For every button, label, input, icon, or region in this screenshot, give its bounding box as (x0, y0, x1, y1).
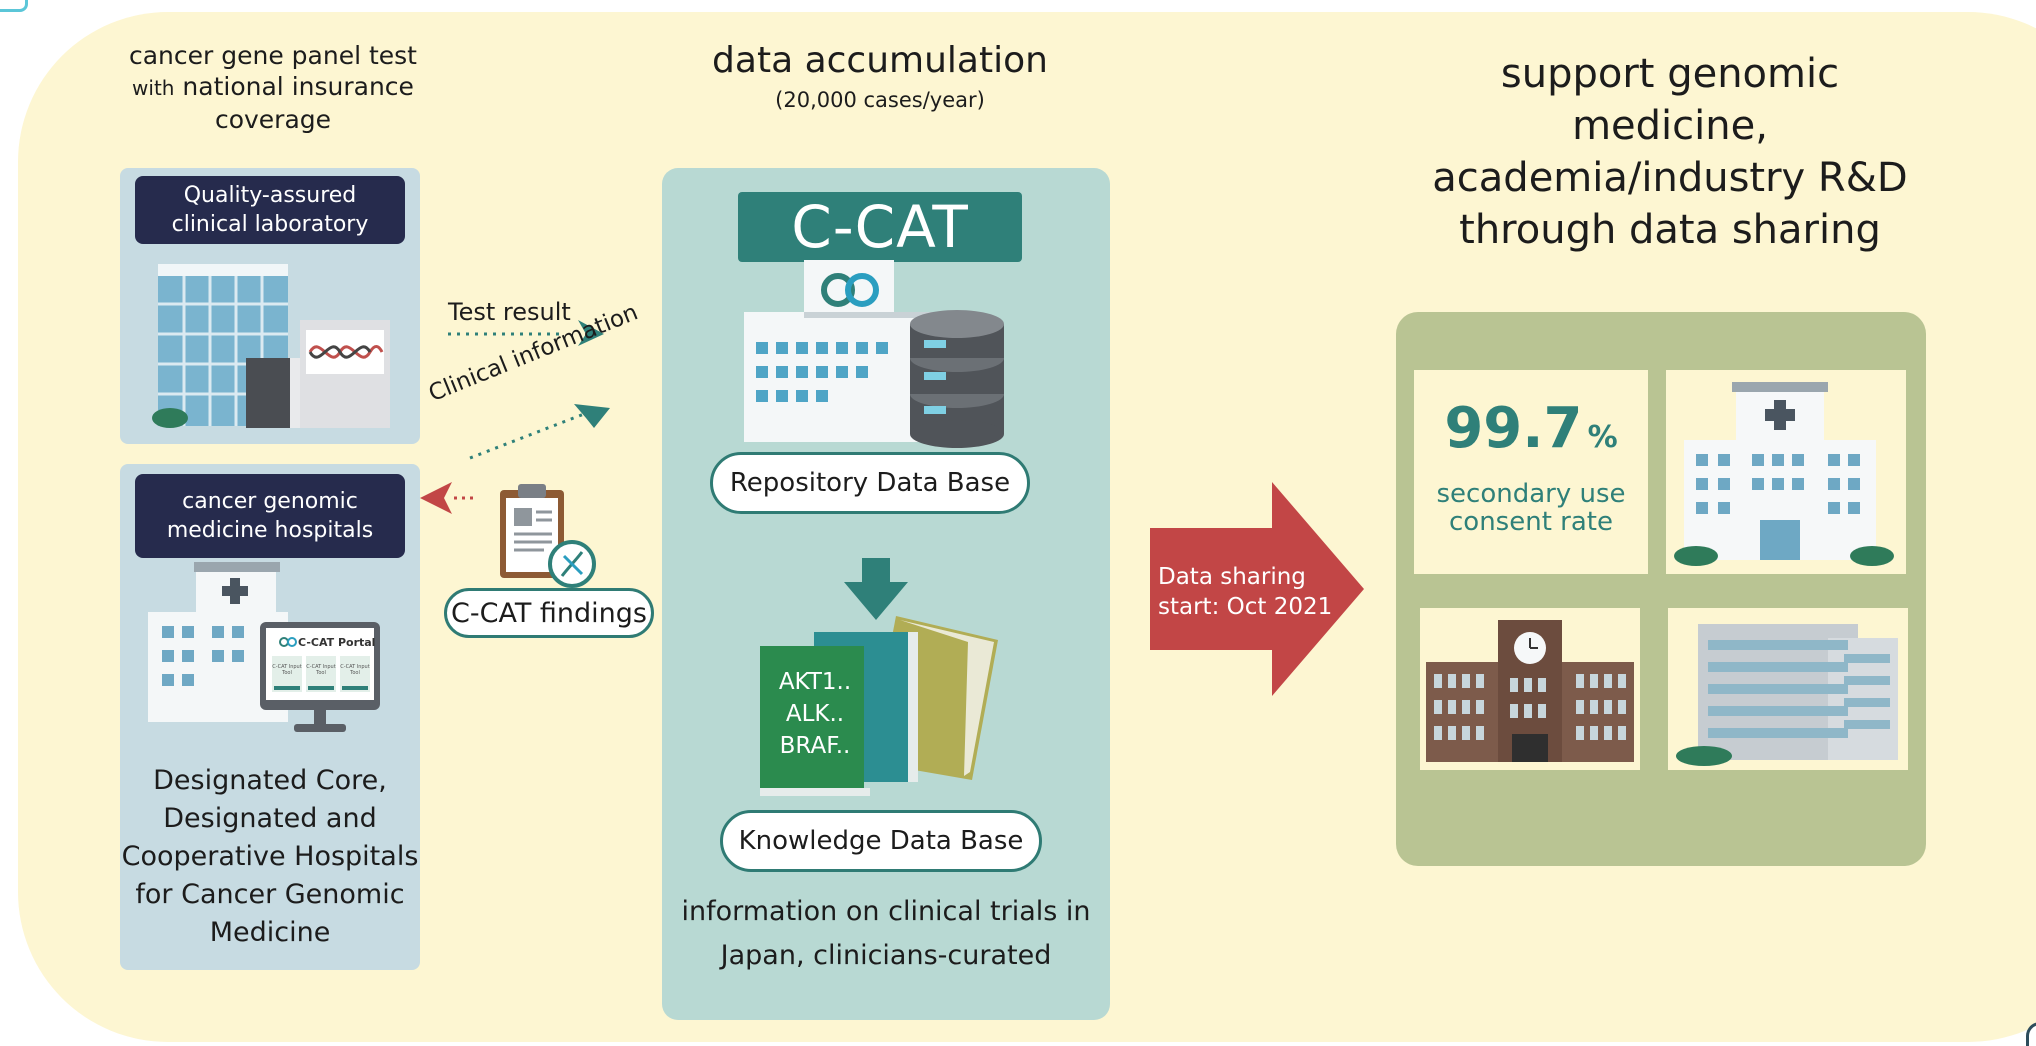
hospital-building-icon (1674, 382, 1894, 566)
hospitals-label: cancer genomic medicine hospitals (135, 474, 405, 558)
right-header: support genomic medicine, academia/indus… (1432, 51, 1908, 253)
data-sharing-arrow (1150, 482, 1364, 696)
hospital-with-portal-icon (148, 562, 380, 732)
repository-building-icon (744, 260, 1004, 448)
c-cat-findings-pill: C-CAT findings (444, 588, 654, 638)
university-building-icon (1426, 620, 1634, 762)
clipboard-dna-icon (500, 484, 596, 588)
clinical-information-arrow (469, 404, 610, 460)
down-arrow-icon (844, 558, 908, 620)
consent-rate-value: 99.7 % (1444, 396, 1618, 461)
left-header-line-3: coverage (214, 105, 332, 134)
left-header: cancer gene panel test with national ins… (128, 40, 418, 135)
data-sharing-label: Data sharing start: Oct 2021 (1158, 564, 1333, 620)
center-subheader: (20,000 cases/year) (775, 88, 985, 112)
hospitals-caption: Designated Core, Designated and Cooperat… (121, 765, 419, 948)
test-result-arrow (448, 320, 604, 346)
repository-database-pill: Repository Data Base (710, 452, 1030, 514)
test-result-label: Test result (448, 298, 571, 326)
laboratory-label: Quality-assured clinical laboratory (135, 176, 405, 244)
portal-tile-label: C-CAT Input Tool (306, 664, 336, 676)
knowledge-books-icon (760, 616, 998, 796)
laboratory-building-icon (152, 264, 390, 428)
company-building-icon (1676, 624, 1898, 766)
consent-rate-label: secondary use consent rate (1436, 479, 1626, 537)
portal-tile-label: C-CAT Input Tool (340, 664, 370, 676)
consent-rate-card (1414, 370, 1648, 574)
center-header: data accumulation (712, 40, 1048, 81)
left-header-line-1: cancer gene panel test (128, 41, 417, 70)
left-header-line-2: with national insurance (132, 72, 414, 101)
corner-decoration (0, 0, 28, 12)
knowledge-database-pill: Knowledge Data Base (720, 810, 1042, 872)
book-gene-list: AKT1.. ALK.. BRAF.. (778, 669, 852, 759)
portal-tile-label: C-CAT Input Tool (272, 664, 302, 676)
knowledge-caption: information on clinical trials in Japan,… (681, 896, 1091, 971)
portal-title: C-CAT Portal (298, 636, 376, 649)
findings-return-arrow (420, 482, 476, 514)
c-cat-banner: C-CAT (738, 192, 1022, 262)
